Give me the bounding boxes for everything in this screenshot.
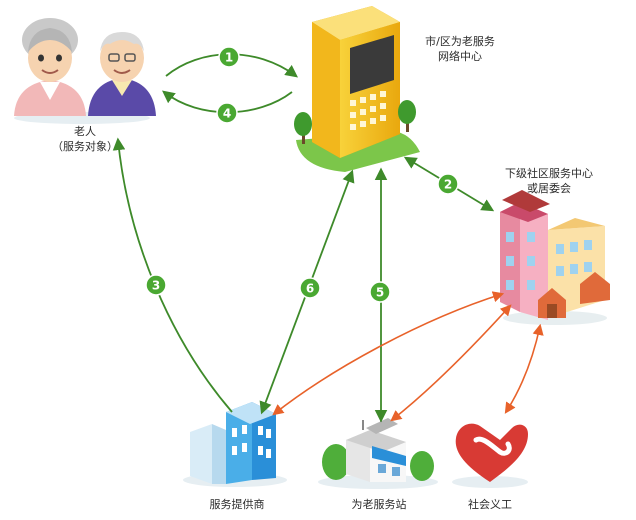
elderly-label-line-2: （服务对象）	[52, 140, 118, 153]
badge-5-number: 5	[376, 286, 384, 300]
network-center-label-line-1: 市/区为老服务	[425, 35, 495, 48]
elderly-label-line-1: 老人	[74, 125, 96, 138]
volunteer-label-line-1: 社会义工	[468, 498, 512, 511]
service-station-label: 为老服务站	[334, 497, 424, 512]
badge-4: 4	[216, 102, 238, 124]
network-center-building-icon	[294, 6, 420, 172]
badge-2: 2	[437, 173, 459, 195]
service-provider-label: 服务提供商	[192, 497, 282, 512]
badge-3: 3	[145, 274, 167, 296]
arrow-community-volunteer	[504, 323, 544, 414]
arrow-community-station	[390, 304, 512, 422]
badge-6: 6	[299, 277, 321, 299]
badge-5: 5	[369, 281, 391, 303]
service-station-building-icon	[318, 412, 438, 489]
service-station-label-line-1: 为老服务站	[351, 498, 407, 511]
volunteer-label: 社会义工	[450, 497, 530, 512]
community-center-label-line-2: 或居委会	[527, 182, 571, 195]
service-provider-building-icon	[183, 402, 287, 487]
arrow-community-provider	[272, 291, 505, 416]
community-center-label: 下级社区服务中心 或居委会	[494, 166, 604, 196]
badge-3-number: 3	[152, 279, 160, 293]
network-center-label: 市/区为老服务 网络中心	[410, 34, 510, 64]
network-center-label-line-2: 网络中心	[438, 50, 482, 63]
arrow-3	[112, 137, 233, 413]
elderly-label: 老人 （服务对象）	[30, 124, 140, 154]
community-center-label-line-1: 下级社区服务中心	[505, 167, 593, 180]
badge-6-number: 6	[306, 282, 314, 296]
badge-2-number: 2	[444, 178, 452, 192]
service-provider-label-line-1: 服务提供商	[209, 498, 265, 511]
badge-1: 1	[218, 46, 240, 68]
elderly-icon	[14, 18, 156, 124]
community-center-building-icon	[500, 190, 610, 325]
badge-1-number: 1	[225, 51, 233, 65]
volunteer-heart-icon	[452, 423, 528, 488]
badge-4-number: 4	[223, 107, 231, 121]
